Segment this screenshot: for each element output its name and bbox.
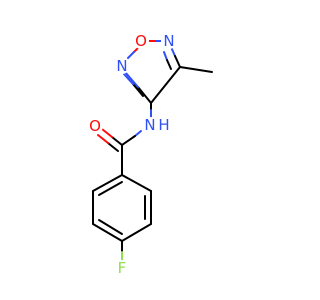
- atom-n-amide: N H: [142, 116, 170, 134]
- bond-c1-c2: [121, 174, 152, 192]
- atom-f: F: [114, 259, 130, 277]
- bond-n-c4-inner-a: [163, 51, 168, 61]
- bond-c3-c4: [121, 223, 152, 242]
- bond-n-c4-inner-b: [166, 59, 172, 70]
- bond-c3-n-left-inner-a: [132, 83, 144, 97]
- bond-c4-methyl: [179, 66, 213, 73]
- atom-o-ring-label: O: [135, 32, 147, 50]
- bond-n-c4-b: [174, 55, 181, 68]
- atom-o-carbonyl-label: O: [89, 117, 101, 135]
- atom-f-label: F: [118, 259, 127, 277]
- benzene-ring: [92, 174, 152, 242]
- bond-c-o-inner-b: [97, 134, 109, 144]
- bond-c6-c1: [92, 174, 123, 192]
- bond-o-n-left-b: [127, 51, 135, 59]
- atom-n-ring-left-label: N: [116, 57, 127, 75]
- bond-c3-n-left-a: [137, 86, 152, 104]
- bond-c4-c3: [150, 66, 181, 104]
- bond-c4-c5: [92, 223, 123, 242]
- bond-c3-n-left-b: [124, 71, 139, 88]
- bond-c-o-inner-a: [107, 142, 119, 152]
- atom-o-carbonyl: O: [87, 117, 103, 135]
- atom-n-amide-label: N: [144, 116, 155, 134]
- bond-n-carbonyl-a: [134, 130, 142, 137]
- oxadiazole-ring: [123, 40, 181, 104]
- atom-h-amide-label: H: [158, 116, 169, 134]
- bond-c4-c5-inner: [98, 219, 123, 235]
- atom-n-ring-right: N: [161, 32, 177, 50]
- atom-n-ring-left: N: [114, 57, 130, 75]
- bond-c6-c1-inner: [98, 181, 123, 196]
- molecule-structure-diagram: O N N O N H F: [87, 32, 213, 277]
- bond-c-o-b: [101, 128, 113, 138]
- bond-c3-n-left-inner-b: [123, 73, 134, 85]
- bond-c-o-a: [111, 136, 123, 146]
- atom-o-ring: O: [133, 32, 149, 50]
- bond-n-carbonyl-b: [121, 135, 136, 146]
- atom-n-ring-right-label: N: [163, 32, 174, 50]
